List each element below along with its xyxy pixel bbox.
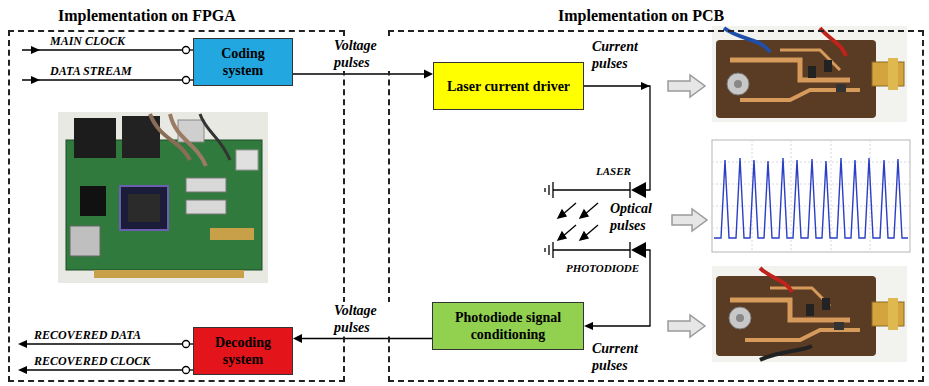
driver-block: Laser current driver	[433, 62, 584, 110]
pointer-arrows	[668, 75, 707, 337]
signal-name: RECOVERED DATA	[34, 328, 141, 342]
connector-line	[301, 338, 432, 339]
laser-diode-symbol	[631, 82, 650, 198]
optical-arrows	[558, 203, 598, 240]
optical-pulse-trace	[712, 140, 910, 252]
block-label: Laser current driver	[447, 78, 570, 95]
component-name: PHOTODIODE	[566, 262, 639, 275]
signal-label: Optical pulses	[610, 200, 670, 234]
component-name: LASER	[596, 165, 631, 178]
signal-name: DATA STREAM	[50, 64, 132, 78]
signal-label: Current pulses	[592, 340, 650, 374]
decoding-block: Decoding system	[193, 327, 293, 375]
region-heading: Implementation on PCB	[558, 6, 724, 25]
photodiode-symbol	[584, 242, 646, 330]
connector-line	[293, 73, 425, 74]
arrowhead	[424, 70, 433, 79]
signal-name: MAIN CLOCK	[50, 34, 125, 48]
region-heading: Implementation on FPGA	[58, 6, 236, 25]
pcb-region: Implementation on PCBLaser current drive…	[388, 30, 924, 382]
signal-name: RECOVERED CLOCK	[34, 354, 150, 368]
conditioning-block: Photodiode signal conditioning	[432, 302, 584, 350]
block-label: Photodiode signal conditioning	[439, 309, 577, 343]
block-label: Coding system	[200, 45, 286, 79]
arrowhead	[293, 334, 302, 343]
signal-label: Current pulses	[592, 38, 650, 72]
signal-arrowheads	[18, 46, 40, 374]
block-label: Decoding system	[200, 334, 286, 368]
coding-block: Coding system	[193, 38, 293, 86]
connector-label: Voltage pulses	[333, 37, 393, 71]
laser-driver-pcb-photo	[712, 26, 907, 122]
fpga-board-photo	[58, 112, 268, 283]
photodiode-pcb-photo	[712, 266, 907, 362]
connector-label: Voltage pulses	[333, 302, 393, 336]
